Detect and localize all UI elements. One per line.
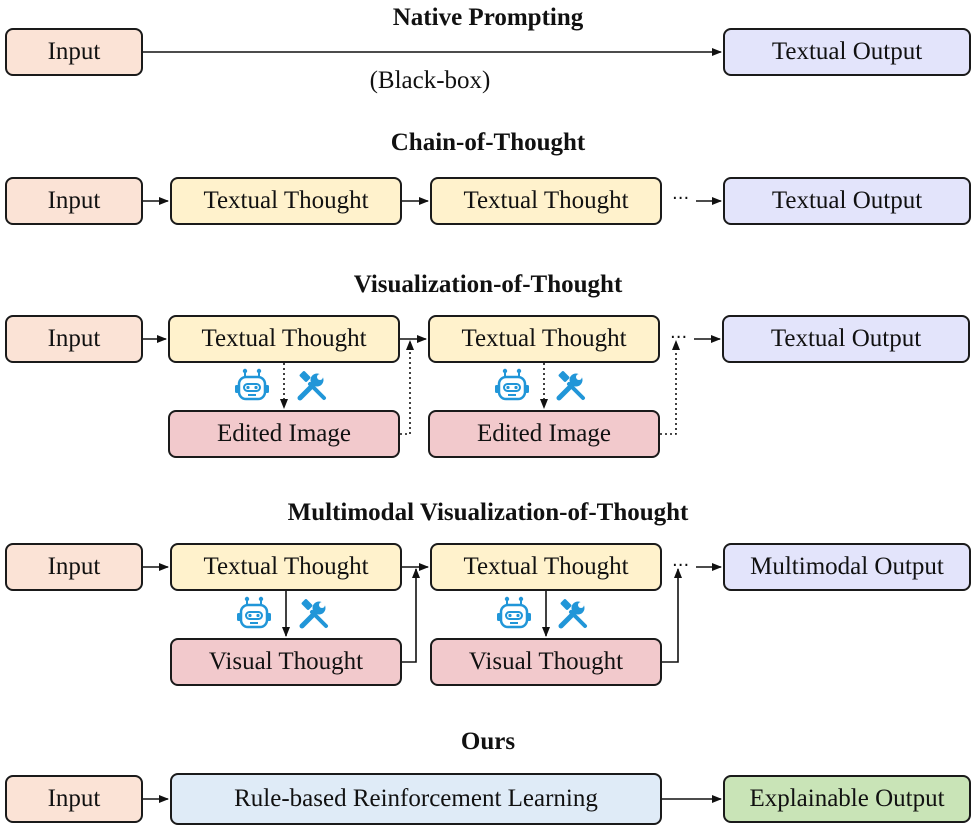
mvot-thought-2: Textual Thought [430, 543, 662, 591]
mvot-visual-thought-1: Visual Thought [170, 638, 402, 686]
vot-edited-image-1: Edited Image [168, 410, 400, 458]
vot-edited-image-2: Edited Image [428, 410, 660, 458]
mvot-input-box: Input [5, 543, 143, 591]
native-prompting-title: Native Prompting [392, 4, 584, 31]
vot-thought-2: Textual Thought [428, 315, 660, 363]
native-output-box: Textual Output [723, 28, 971, 76]
svg-text:···: ··· [672, 555, 689, 576]
svg-text:···: ··· [670, 327, 687, 348]
cot-thought-1: Textual Thought [170, 177, 402, 225]
mvot-title: Multimodal Visualization-of-Thought [287, 499, 689, 526]
mvot-thought-1: Textual Thought [170, 543, 402, 591]
ours-method-box: Rule-based Reinforcement Learning [170, 773, 662, 825]
cot-title: Chain-of-Thought [390, 129, 586, 156]
ours-output-box: Explainable Output [723, 775, 971, 823]
svg-text:···: ··· [672, 188, 689, 209]
ours-title: Ours [460, 728, 516, 755]
mvot-output-box: Multimodal Output [723, 543, 971, 591]
vot-output-box: Textual Output [722, 315, 970, 363]
vot-input-box: Input [5, 315, 143, 363]
vot-title: Visualization-of-Thought [353, 271, 623, 298]
black-box-note: (Black-box) [369, 67, 491, 94]
native-input-box: Input [5, 28, 143, 76]
ours-input-box: Input [5, 775, 143, 823]
vot-thought-1: Textual Thought [168, 315, 400, 363]
cot-thought-2: Textual Thought [430, 177, 662, 225]
cot-output-box: Textual Output [723, 177, 971, 225]
mvot-visual-thought-2: Visual Thought [430, 638, 662, 686]
cot-input-box: Input [5, 177, 143, 225]
